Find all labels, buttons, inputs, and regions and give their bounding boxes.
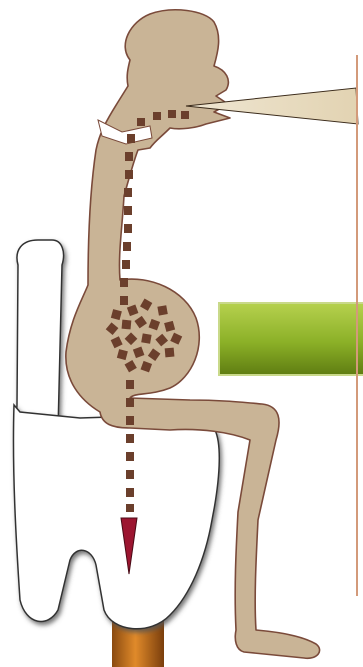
toilet-tank xyxy=(17,240,64,430)
toilet-bowl xyxy=(13,405,219,629)
green-table-bar xyxy=(219,303,363,375)
